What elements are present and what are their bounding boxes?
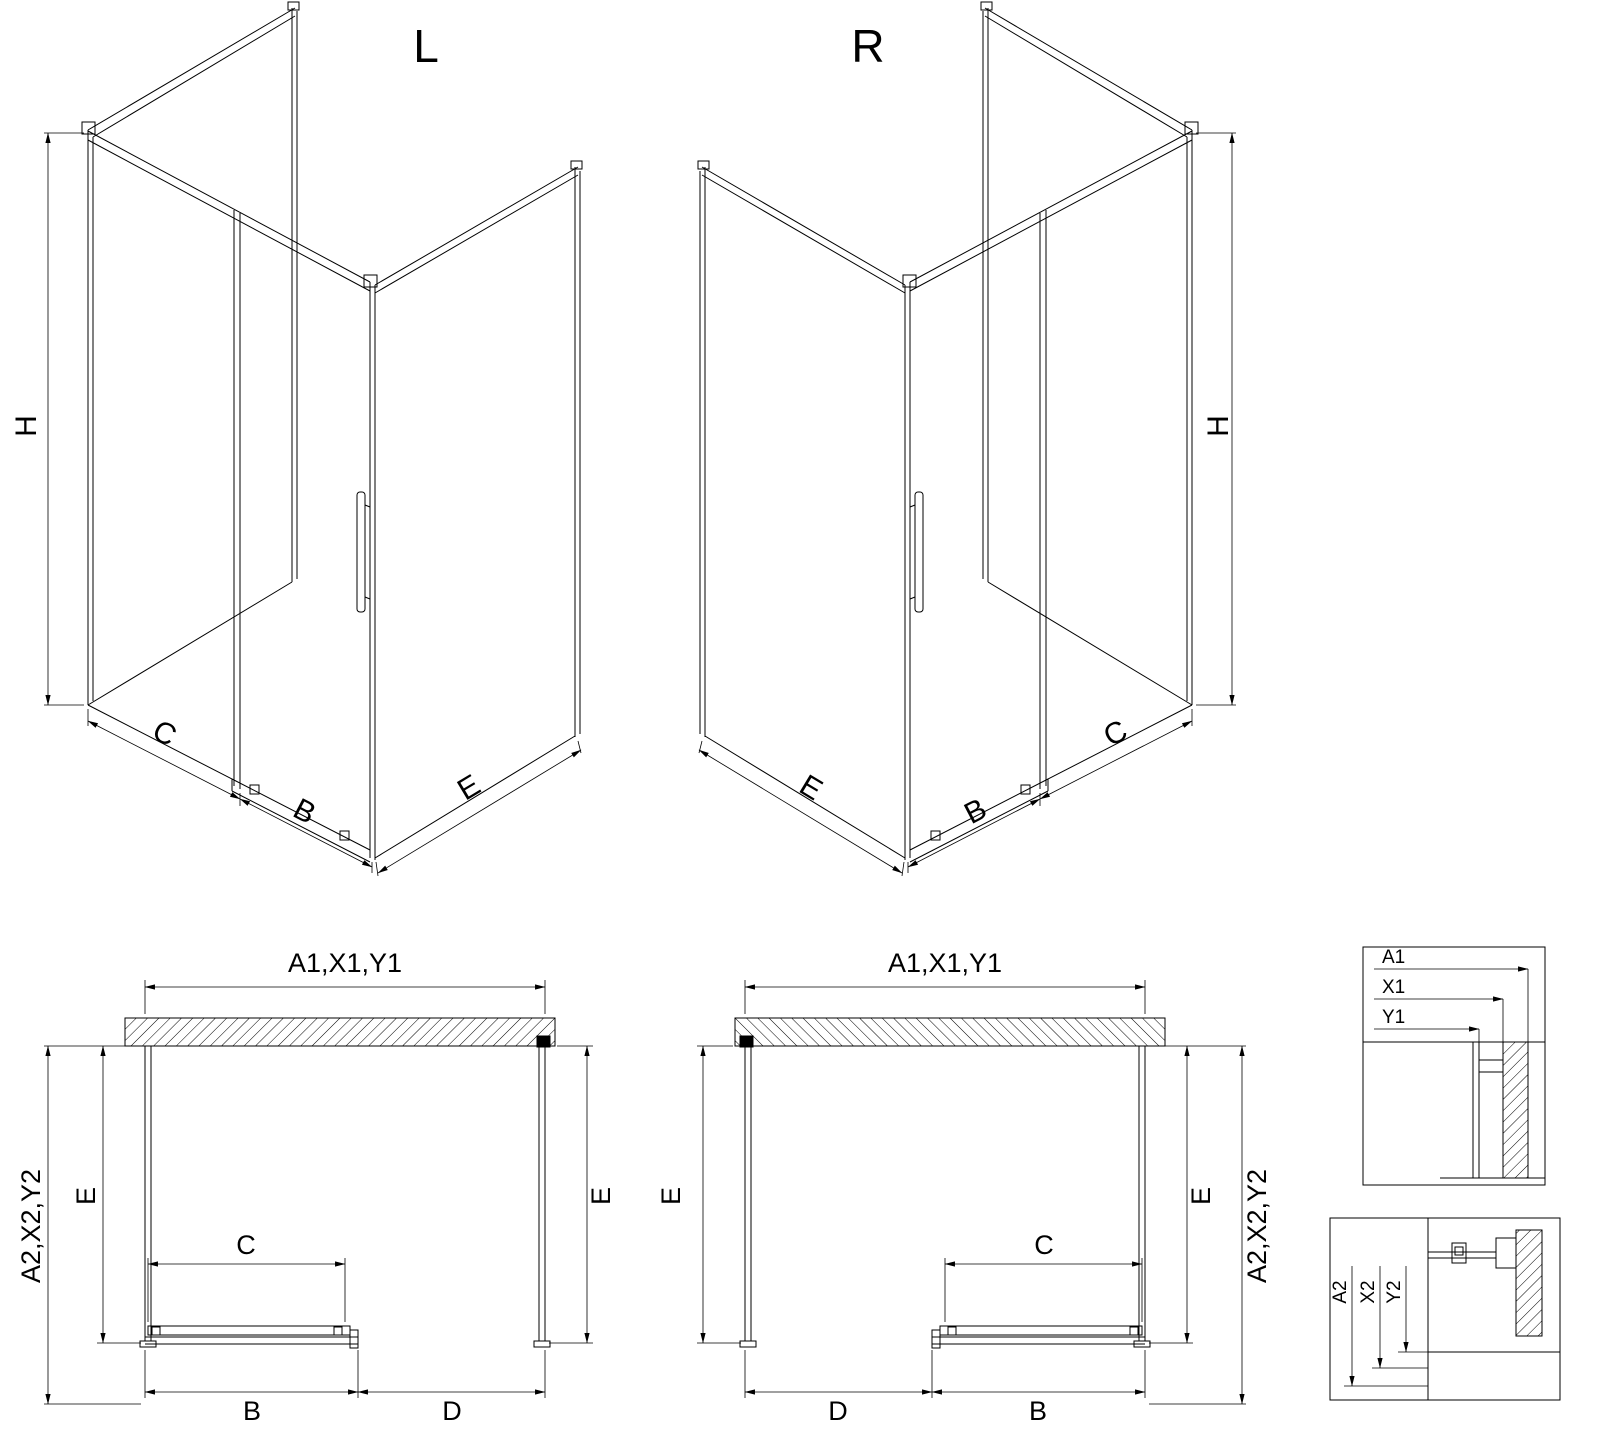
plan-view-left (44, 980, 593, 1405)
roller-inner (1454, 1246, 1464, 1256)
dim-label-height-right: H (1202, 415, 1235, 437)
detail-label-x1: X1 (1382, 977, 1405, 998)
plan-glass-panels (139, 1035, 551, 1348)
dim-label-b-iso-left: B (288, 792, 321, 831)
isometric-view-left (44, 1, 583, 877)
dim-label-e-iso-left: E (452, 769, 486, 808)
dim-label-c-iso-left: C (147, 714, 181, 753)
detail-label-y2: Y2 (1384, 1280, 1405, 1303)
dim-label-e-plan-left-2: E (586, 1187, 616, 1205)
door-handle (356, 491, 366, 613)
plan-view-right (697, 980, 1246, 1404)
dim-label-height-left: H (10, 415, 43, 437)
wall-bracket (536, 1035, 551, 1048)
dim-label-e-plan-right-2: E (1186, 1187, 1216, 1205)
dim-label-width-group-left: A1,X1,Y1 (288, 948, 402, 978)
plan-dimension-lines (44, 980, 593, 1405)
dim-label-depth-group-right: A2,X2,Y2 (1242, 1169, 1272, 1283)
dim-label-width-group-right: A1,X1,Y1 (888, 948, 1002, 978)
detail-label-a2: A2 (1330, 1280, 1351, 1303)
wall-hatched (1515, 1229, 1543, 1337)
detail-label-x2: X2 (1358, 1280, 1379, 1303)
dim-label-e-iso-right: E (794, 769, 828, 808)
wall-profile-cap (570, 160, 583, 170)
dim-label-depth-group-left: A2,X2,Y2 (16, 1169, 46, 1283)
dim-label-b-iso-right: B (959, 792, 992, 831)
isometric-view-right (698, 2, 1236, 876)
side-panel-right-glass (374, 160, 583, 859)
detail-label-y1: Y1 (1382, 1007, 1405, 1028)
dim-label-d-plan-left: D (442, 1396, 462, 1426)
detail-top-leaders (1374, 966, 1529, 1042)
roller-block (1451, 1242, 1467, 1264)
panel-foot (533, 1340, 551, 1348)
dim-label-c-plan-left: C (236, 1230, 256, 1260)
roller-block (249, 784, 260, 795)
detail-frame (1329, 1217, 1561, 1401)
variant-title-right: R (851, 20, 884, 72)
roller-block (151, 1326, 161, 1336)
detail-bottom-leaders (1344, 1266, 1428, 1387)
wall-section-hatched (124, 1017, 556, 1047)
dim-label-b-plan-left: B (243, 1396, 261, 1426)
door-end-profile (349, 1329, 359, 1349)
variant-title-left: L (413, 20, 439, 72)
detail-frame (1362, 946, 1546, 1186)
dim-label-e-plan-left-1: E (71, 1187, 101, 1205)
corner-connector (81, 121, 96, 135)
wall-profile (1495, 1237, 1517, 1269)
plan-sliding-door (145, 1325, 359, 1349)
dim-label-c-plan-right: C (1034, 1230, 1054, 1260)
front-sliding-door (87, 130, 378, 863)
wall-section-detail-top (1362, 946, 1546, 1186)
side-panel-left-glass (81, 1, 300, 706)
drawing-artwork: L R H C B E H E B C A1,X1,Y1 E A2,X2,Y2 … (10, 1, 1561, 1426)
detail-label-a1: A1 (1382, 947, 1405, 968)
wall-hatched (1502, 1041, 1529, 1179)
wall-section-detail-bottom (1329, 1217, 1561, 1401)
wall-profile-cap (287, 1, 300, 11)
dim-label-b-plan-right: B (1029, 1396, 1047, 1426)
labels: L R H C B E H E B C A1,X1,Y1 E A2,X2,Y2 … (10, 20, 1405, 1426)
corner-connector (363, 274, 378, 288)
door-panel-plan (147, 1325, 351, 1336)
dim-label-c-iso-right: C (1098, 714, 1132, 753)
dim-label-e-plan-right-1: E (656, 1187, 686, 1205)
wall-profile (1478, 1041, 1504, 1073)
iso-dimension-lines (44, 132, 582, 877)
dim-label-d-plan-right: D (828, 1396, 848, 1426)
roller-block (333, 1326, 343, 1336)
